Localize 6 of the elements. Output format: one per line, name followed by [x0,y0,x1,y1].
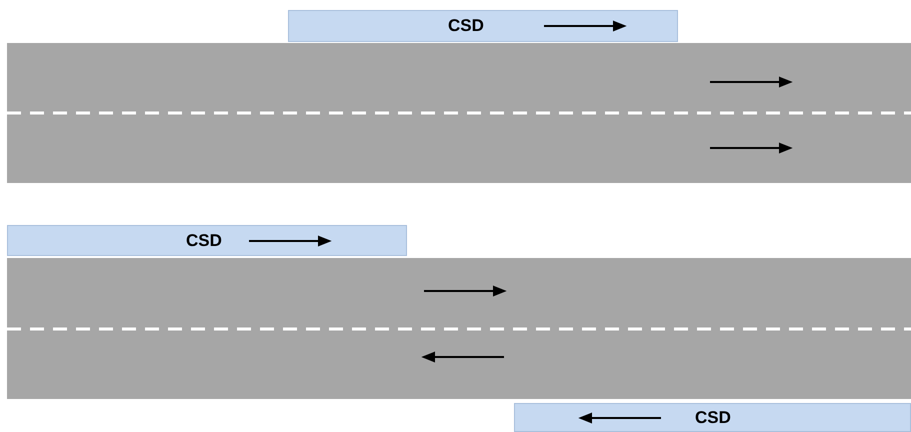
band-label: CSD [448,16,484,36]
shoulder-band [7,225,407,256]
shoulder-band [514,403,911,432]
band-label: CSD [186,230,222,250]
band-label: CSD [695,408,731,428]
shoulder-band [288,10,678,42]
